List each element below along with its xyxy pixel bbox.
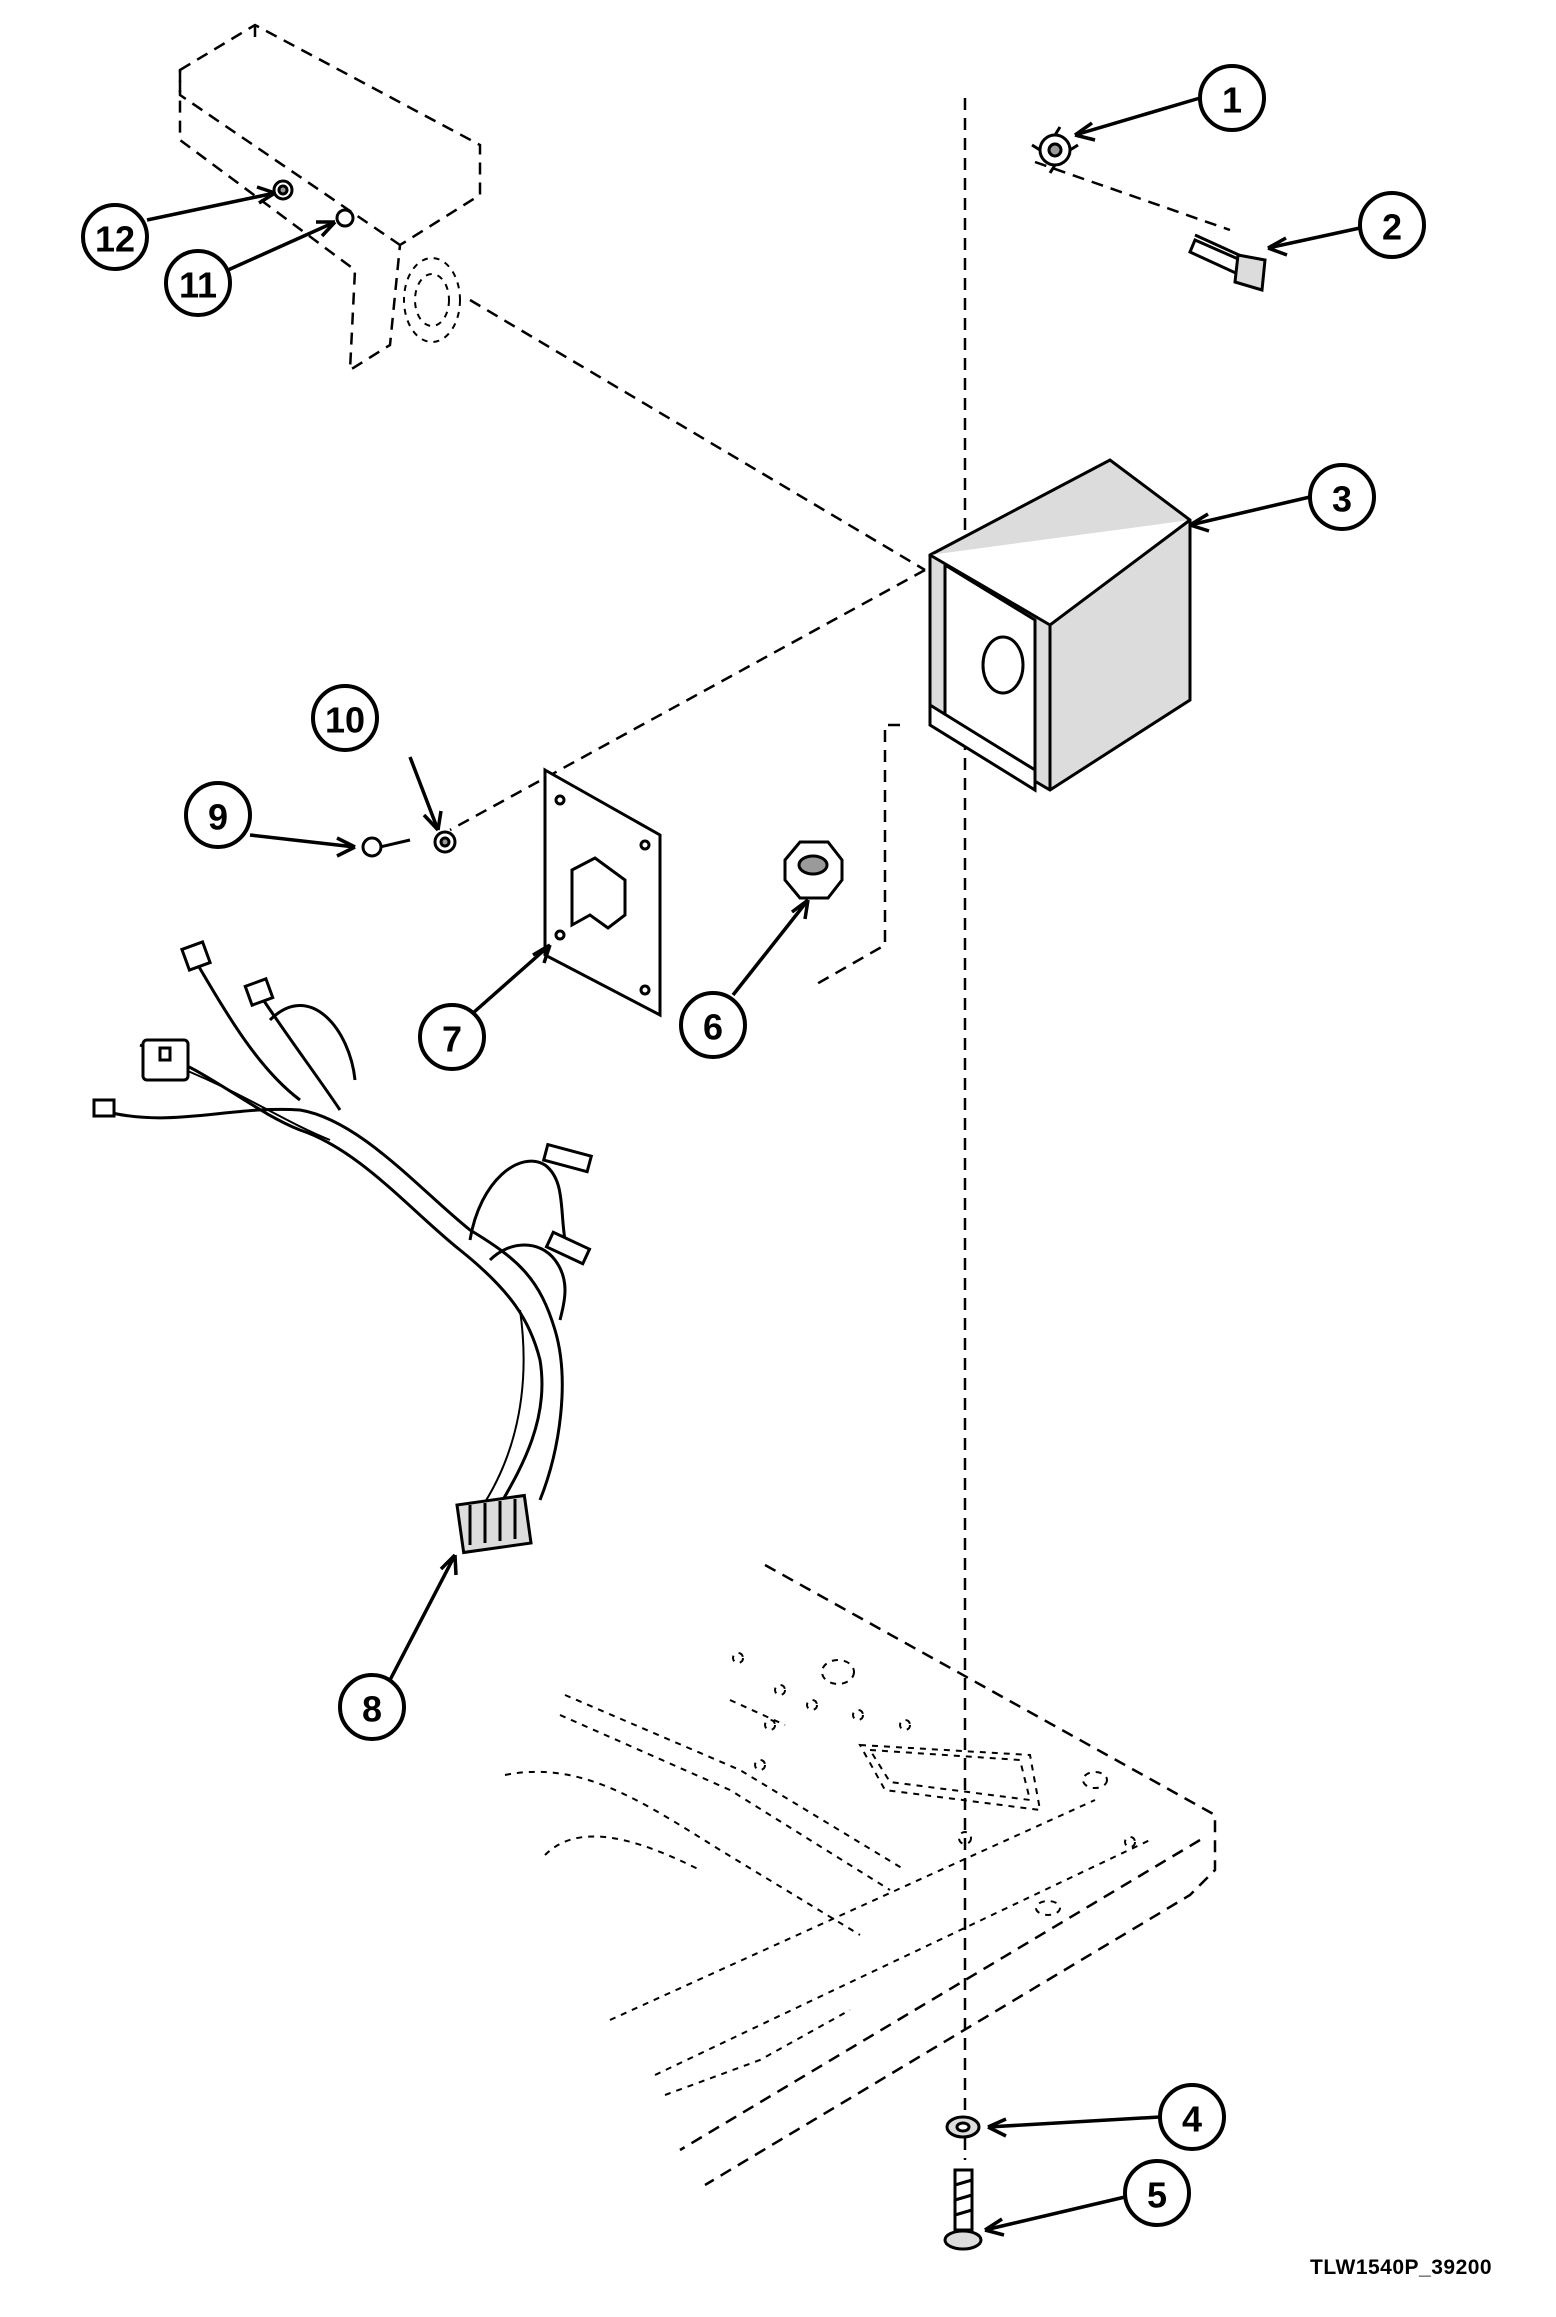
svg-text:10: 10: [325, 700, 365, 741]
callout-4: 4: [1158, 2083, 1226, 2151]
callout-5: 5: [1123, 2159, 1191, 2227]
svg-text:5: 5: [1147, 2175, 1167, 2216]
svg-text:9: 9: [208, 797, 228, 838]
small-fasteners: [272, 179, 457, 858]
callout-1: 1: [1198, 64, 1266, 132]
callout-12: 12: [81, 203, 149, 271]
svg-text:4: 4: [1182, 2099, 1202, 2140]
svg-text:7: 7: [442, 1019, 462, 1060]
star-washer-and-cap-screw: [1031, 126, 1267, 292]
callout-7: 7: [418, 1003, 486, 1071]
mounting-plate: [543, 767, 662, 1018]
svg-text:2: 2: [1382, 207, 1402, 248]
wiring-harness: [92, 939, 594, 1555]
svg-text:3: 3: [1332, 479, 1352, 520]
svg-text:1: 1: [1222, 80, 1242, 121]
base-panel: [504, 1563, 1217, 2187]
callout-9: 9: [184, 781, 252, 849]
junction-box: [928, 458, 1192, 793]
hex-nut: [783, 840, 844, 900]
upper-bracket: [178, 23, 482, 373]
svg-text:11: 11: [179, 265, 217, 306]
svg-text:12: 12: [95, 219, 135, 260]
callout-11: 11: [164, 249, 232, 317]
svg-text:6: 6: [703, 1007, 723, 1048]
assembly-lines: [449, 98, 1231, 2160]
callout-3: 3: [1308, 463, 1376, 531]
bottom-washer-and-screw: [943, 2115, 983, 2251]
leader-lines: [146, 96, 1361, 2237]
svg-text:8: 8: [362, 1689, 382, 1730]
figure-id-label: TLW1540P_39200: [1310, 2256, 1493, 2279]
callout-6: 6: [679, 991, 747, 1059]
callout-8: 8: [338, 1673, 406, 1741]
callout-10: 10: [311, 684, 379, 752]
callout-2: 2: [1358, 191, 1426, 259]
